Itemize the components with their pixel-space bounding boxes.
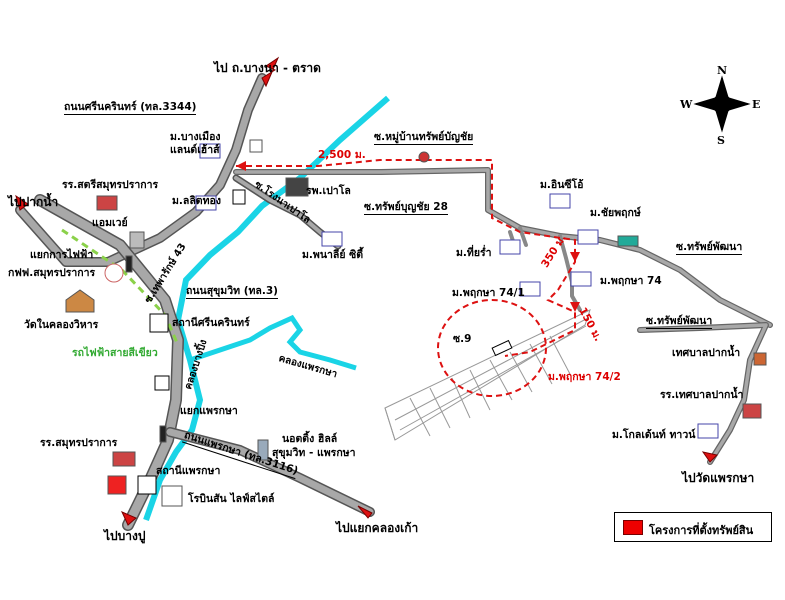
- village-icons: [195, 143, 719, 439]
- compass-rose: [693, 75, 751, 133]
- compass-east: E: [752, 98, 761, 111]
- road-srinakarin: [16, 74, 266, 266]
- place-samut-school: รร.สมุทรปราการ: [40, 437, 118, 449]
- place-station-srinakarin: สถานีศรีนครินทร์: [172, 317, 250, 329]
- landmark-icons: [65, 139, 767, 507]
- place-bangmueang: ม.บางเมือง: [170, 131, 221, 143]
- place-land-house: แลนด์เฮ้าส์: [170, 144, 220, 156]
- place-station-phraeksa: สถานีแพรกษา: [156, 465, 221, 477]
- place-inzio: ม.อินซีโอ้: [540, 179, 584, 191]
- place-municipality: เทศบาลปากน้ำ: [672, 347, 741, 359]
- compass-south: S: [717, 134, 725, 147]
- direction-bangna-trat: ไป ถ.บางนา - ตราด: [214, 61, 321, 75]
- road-srinakarin-label: ถนนศรีนครินทร์ (ทล.3344): [64, 101, 197, 115]
- place-notting-hill: นอตติ้ง ฮิลล์: [282, 433, 338, 445]
- place-amway: แอมเวย์: [92, 217, 128, 229]
- road-bunchai28-label: ซ.ทรัพย์บุญชัย 28: [364, 201, 448, 215]
- arrow-wat: [701, 451, 719, 463]
- road-phruksa742-label: ม.พฤกษา 74/2: [548, 371, 621, 383]
- green-line: [61, 228, 180, 346]
- direction-bangpu: ไปบางปู: [104, 529, 146, 543]
- place-wat-nai-khlong: วัดในคลองวิหาร: [24, 319, 99, 331]
- road-sukhumvit: [35, 195, 183, 530]
- arrow-khlongkao: [357, 505, 373, 519]
- route-dashed: [236, 159, 576, 357]
- place-intersection-phraeksa: แยกแพรกษา: [180, 405, 238, 417]
- place-lalitthong: ม.ลลิตทอง: [172, 195, 221, 207]
- road-sukhumvit-label: ถนนสุขุมวิท (ทล.3): [186, 285, 278, 299]
- distance-2500: 2,500 ม.: [318, 149, 366, 161]
- place-phruksa74: ม.พฤกษา 74: [600, 275, 662, 287]
- place-intersection-faifa: แยกการไฟฟ้า: [30, 249, 94, 261]
- site-marker: [491, 339, 513, 357]
- route-arrowhead-2: [570, 252, 580, 262]
- route-arrowhead-3: [570, 302, 580, 312]
- legend-label: โครงการที่ตั้งทรัพย์สิน: [649, 524, 754, 537]
- compass-north: N: [717, 64, 728, 77]
- place-golden-town: ม.โกลเด้นท์ ทาวน์: [612, 429, 696, 441]
- direction-paknam: ไปปากน้ำ: [8, 195, 59, 209]
- place-robinson: โรบินสัน ไลฟ์สไตล์: [188, 493, 275, 505]
- place-muban-sub: ซ.หมู่บ้านทรัพย์บัญชัย: [374, 131, 474, 145]
- direction-wat-phraeksa: ไปวัดแพรกษา: [682, 471, 755, 485]
- arrow-bangna: [261, 56, 280, 88]
- arrow-bangpu: [121, 511, 137, 526]
- arrow-paknam: [15, 194, 29, 211]
- map-legend: โครงการที่ตั้งทรัพย์สิน: [614, 512, 772, 542]
- soi9-grid: [384, 309, 591, 441]
- place-phanalee: ม.พนาลีย์ ซิตี้: [302, 249, 364, 261]
- place-electric-office: กฟฟ.สมุทรปราการ: [8, 267, 96, 279]
- canal-phraeksa: [189, 314, 357, 371]
- place-phruksa741: ม.พฤกษา 74/1: [452, 287, 525, 299]
- route-arrowhead-1: [236, 161, 246, 171]
- site-circle: [437, 299, 547, 397]
- compass-west: W: [680, 98, 693, 111]
- place-chaiyaphruek: ม.ชัยพฤกษ์: [590, 207, 641, 219]
- place-notting-hill-2: สุขุมวิท - แพรกษา: [272, 447, 356, 459]
- road-phatthana1-label: ซ.ทรัพย์พัฒนา: [676, 241, 743, 255]
- place-satri-school: รร.สตรีสมุทรปราการ: [62, 179, 159, 191]
- green-line-label: รถไฟฟ้าสายสีเขียว: [72, 347, 158, 359]
- road-soi9-label: ซ.9: [453, 333, 472, 345]
- place-theerum: ม.ที่ยร่ำ: [456, 247, 492, 259]
- road-bunchai-inner: [234, 168, 772, 327]
- direction-khlong-kao: ไปแยกคลองเก้า: [336, 521, 419, 535]
- road-phraeksa: [166, 428, 374, 516]
- road-phatthana2-label: ซ.ทรัพย์พัฒนา: [646, 315, 713, 329]
- place-municipal-school: รร.เทศบาลปากน้ำ: [660, 389, 744, 401]
- legend-swatch: [623, 520, 643, 535]
- place-paolo-hospital: รพ.เปาโล: [306, 185, 351, 197]
